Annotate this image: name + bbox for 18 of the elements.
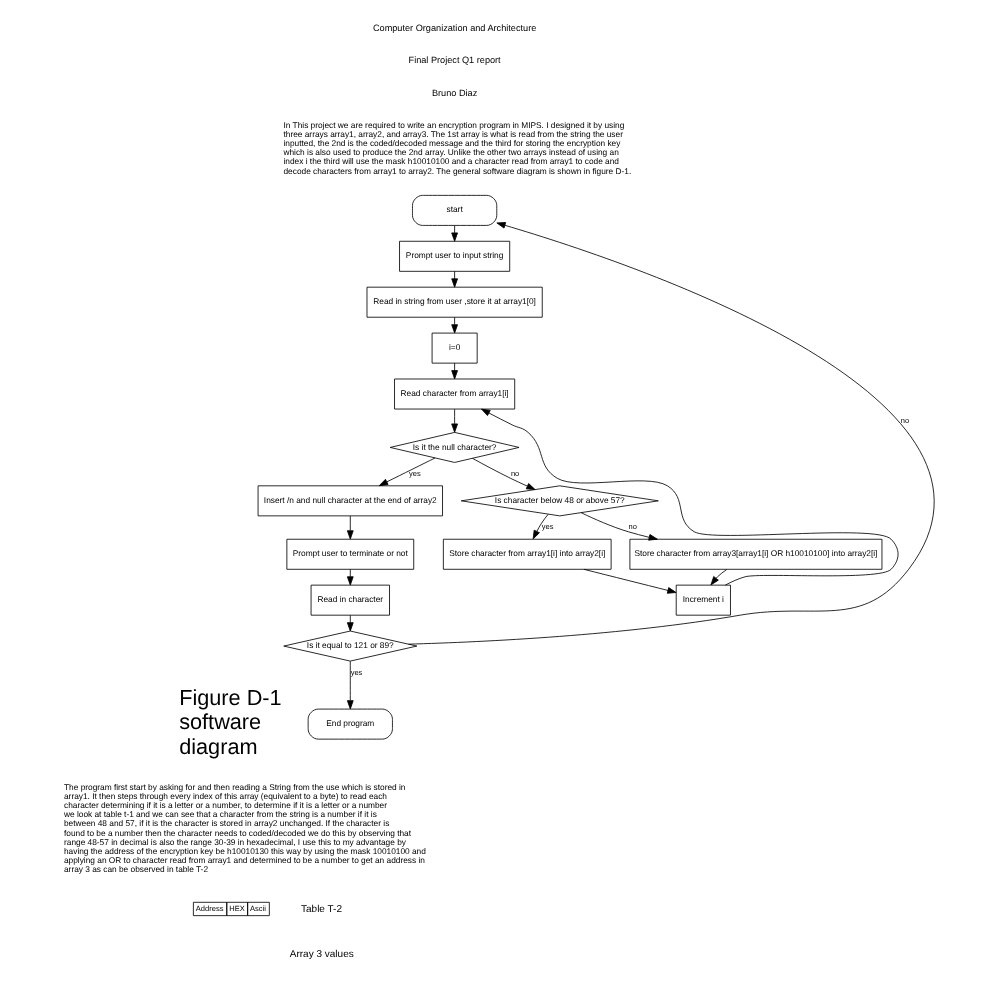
arrow (531, 513, 548, 540)
arrow (345, 614, 353, 632)
arrow (450, 408, 457, 433)
arrow (579, 512, 657, 541)
arrow (480, 408, 898, 586)
arrow (450, 225, 457, 242)
label: Figure D-1 software diagram (178, 687, 281, 760)
arrow (471, 457, 535, 490)
arrow (450, 270, 457, 288)
arrow (582, 568, 676, 594)
arrow (377, 457, 435, 487)
arrow (407, 222, 933, 645)
arrow (709, 569, 727, 586)
arrow (345, 515, 353, 540)
arrow (345, 568, 353, 586)
arrow (345, 660, 353, 710)
arrow (450, 316, 457, 334)
arrow (450, 362, 457, 380)
